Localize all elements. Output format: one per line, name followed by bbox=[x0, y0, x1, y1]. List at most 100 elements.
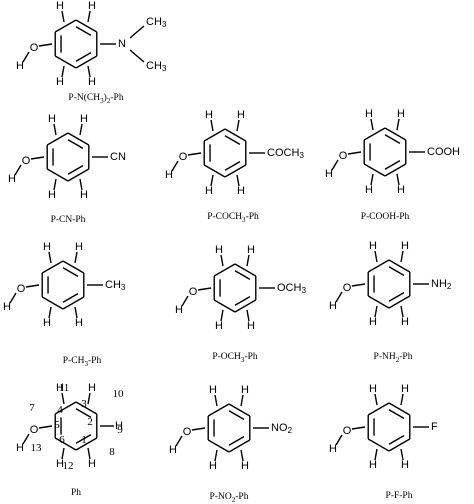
c-h-bond bbox=[400, 448, 404, 461]
ring-bond bbox=[54, 401, 77, 415]
ring-hydrogen: H bbox=[115, 420, 123, 432]
ring-double-bond bbox=[67, 139, 84, 149]
o-h-bond bbox=[9, 292, 17, 304]
oxygen-atom: O bbox=[22, 155, 31, 167]
ring-bond bbox=[228, 403, 251, 417]
substituent-group: F bbox=[431, 421, 438, 433]
ring-double-bond bbox=[388, 292, 405, 302]
c-h-bond bbox=[240, 449, 244, 462]
molecule-caption: P-N(CH3​)2​-Ph bbox=[68, 92, 123, 104]
ring-bond bbox=[384, 127, 407, 141]
oxygen-atom: O bbox=[189, 286, 198, 298]
ring-hydrogen: H bbox=[369, 316, 377, 328]
ring-bond bbox=[213, 263, 236, 277]
c-o-bond bbox=[38, 43, 53, 47]
c-h-bond bbox=[87, 447, 91, 460]
ring-bond bbox=[54, 437, 77, 451]
c-h-bond bbox=[61, 65, 65, 78]
c-h-bond bbox=[53, 123, 57, 136]
ring-bond bbox=[234, 263, 257, 277]
ring-hydrogen: H bbox=[75, 317, 83, 329]
c-h-bond bbox=[214, 449, 218, 462]
c-h-bond bbox=[246, 254, 250, 267]
hydroxyl-hydrogen: H bbox=[169, 444, 177, 456]
oxygen-atom: O bbox=[30, 42, 39, 54]
ring-hydrogen: H bbox=[48, 113, 56, 125]
ring-bond bbox=[224, 164, 247, 178]
ring-bond bbox=[384, 163, 407, 177]
substituent-group: NH2​ bbox=[431, 278, 452, 291]
ring-hydrogen: H bbox=[241, 460, 249, 472]
ring-double-bond bbox=[75, 26, 92, 36]
molecule-caption: P-CN-Ph bbox=[51, 215, 86, 225]
c-o-bond bbox=[351, 426, 366, 430]
c-h-bond bbox=[236, 119, 240, 132]
ring-bond bbox=[46, 168, 69, 182]
c-h-bond bbox=[87, 10, 91, 23]
ring-hydrogen: H bbox=[247, 244, 255, 256]
ring-bond bbox=[41, 296, 64, 310]
atom-number: 11 bbox=[59, 382, 70, 394]
atom-number: 12 bbox=[63, 460, 74, 472]
o-h-bond bbox=[181, 295, 189, 307]
atom-number: 1 bbox=[81, 434, 87, 446]
o-h-bond bbox=[335, 434, 343, 446]
ring-bond bbox=[228, 439, 251, 453]
c-h-bond bbox=[396, 173, 400, 186]
ring-hydrogen: H bbox=[56, 458, 64, 470]
c-h-bond bbox=[400, 393, 404, 406]
n-ch3-bond bbox=[129, 49, 145, 63]
c-h-bond bbox=[48, 306, 52, 319]
c-h-bond bbox=[374, 250, 378, 263]
c-h-bond bbox=[246, 309, 250, 322]
ring-hydrogen: H bbox=[365, 108, 373, 120]
oxygen-atom: O bbox=[179, 151, 188, 163]
c-h-bond bbox=[400, 305, 404, 318]
ring-double-bond bbox=[75, 434, 92, 444]
atom-number: 4 bbox=[57, 404, 63, 416]
ring-double-bond bbox=[388, 266, 405, 276]
ring-bond bbox=[75, 437, 98, 451]
molecule-caption: P-NH2​-Ph bbox=[374, 352, 413, 363]
substituent-group: NO2​ bbox=[271, 422, 293, 435]
ring-bond bbox=[224, 128, 247, 142]
oxygen-atom: O bbox=[339, 150, 348, 162]
c-h-bond bbox=[74, 251, 78, 264]
c-h-bond bbox=[236, 174, 240, 187]
ring-hydrogen: H bbox=[369, 459, 377, 471]
c-o-bond bbox=[191, 427, 206, 431]
ring-bond bbox=[367, 438, 390, 452]
c-o-bond bbox=[25, 284, 40, 288]
ring-double-bond bbox=[62, 267, 79, 277]
c-h-bond bbox=[240, 394, 244, 407]
ring-bond bbox=[363, 127, 386, 141]
atom-number: 8 bbox=[109, 446, 115, 458]
c-h-bond bbox=[210, 174, 214, 187]
hydroxyl-hydrogen: H bbox=[175, 304, 183, 316]
ring-bond bbox=[54, 19, 77, 33]
methyl-group: CH3​ bbox=[146, 60, 167, 73]
ring-double-bond bbox=[234, 296, 251, 306]
ring-hydrogen: H bbox=[237, 109, 245, 121]
atom-number: 13 bbox=[31, 442, 43, 454]
c-o-bond bbox=[197, 287, 212, 291]
c-h-bond bbox=[214, 394, 218, 407]
ring-double-bond bbox=[228, 436, 245, 446]
substituent-group: OCH3​ bbox=[277, 282, 306, 295]
molecule-caption: P-CH3​-Ph bbox=[63, 356, 102, 367]
molecule-caption: Ph bbox=[71, 488, 81, 498]
ring-bond bbox=[67, 168, 90, 182]
ring-hydrogen: H bbox=[56, 0, 64, 12]
c-o-bond bbox=[30, 156, 45, 160]
atom-number: 10 bbox=[113, 388, 125, 400]
atom-number: 7 bbox=[29, 402, 35, 414]
ring-bond bbox=[234, 299, 257, 313]
o-h-bond bbox=[22, 433, 30, 445]
ring-hydrogen: H bbox=[80, 189, 88, 201]
hydroxyl-hydrogen: H bbox=[329, 300, 337, 312]
ring-hydrogen: H bbox=[365, 184, 373, 196]
